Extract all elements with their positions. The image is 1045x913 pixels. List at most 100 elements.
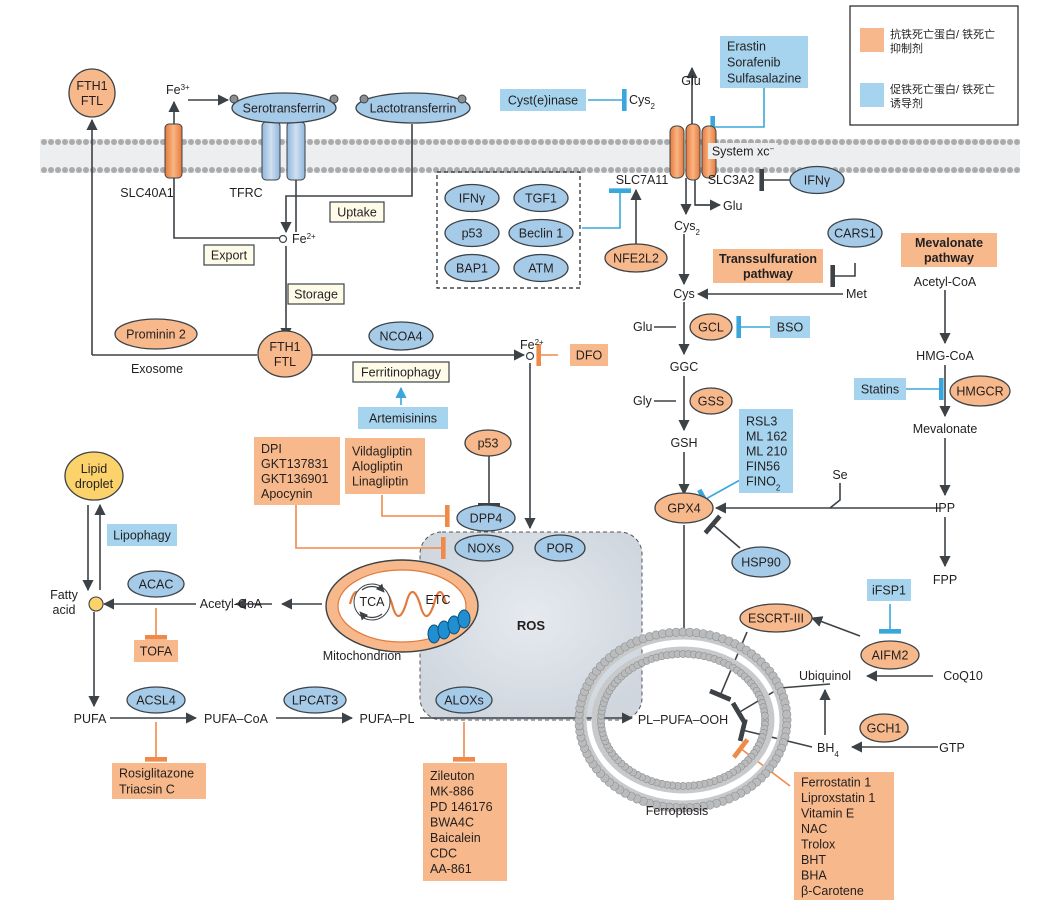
plasma-membrane <box>40 139 1020 173</box>
dfo: DFO <box>570 344 608 366</box>
rsl3-box-text-1: RSL3 <box>746 415 777 429</box>
fe2-pool-marker <box>278 234 288 244</box>
nfe2l2: NFE2L2 <box>604 243 668 273</box>
legend: 抗铁死亡蛋白/ 铁死亡 抑制剂 促铁死亡蛋白/ 铁死亡 诱导剂 <box>849 5 1019 126</box>
tofa-text-1: TOFA <box>140 645 173 659</box>
por: POR <box>534 534 586 562</box>
tfrc-receptor <box>261 121 306 181</box>
glu-top-label: Glu <box>681 74 701 88</box>
gtp-label: GTP <box>939 741 965 755</box>
fth1-ftl-top-text-2: FTL <box>81 94 103 108</box>
pufa-pl-label: PUFA–PL <box>360 712 415 726</box>
regulator-ifn-text-1: IFNγ <box>459 192 486 206</box>
zileuton-box-text-4: BWA4C <box>430 816 474 830</box>
slc7a11-label: SLC7A11 <box>616 173 669 187</box>
gcl: GCL <box>689 313 733 341</box>
hsp90-text-1: HSP90 <box>741 556 781 570</box>
mevalonate-label: Mevalonate <box>913 422 978 436</box>
ferrostatin-box-text-5: Trolox <box>801 837 836 851</box>
acsl4-text-1: ACSL4 <box>136 694 176 708</box>
rsl3-box-text-4: FIN56 <box>746 460 780 474</box>
dpi-box-text-1: DPI <box>261 442 282 456</box>
mevalonate-title-text-1: Mevalonate <box>915 236 983 250</box>
ros-label: ROS <box>517 618 546 633</box>
escrt-iii: ESCRT-III <box>739 603 813 633</box>
legend-inhibitor-label-2: 抑制剂 <box>890 41 923 55</box>
dpi-box-text-4: Apocynin <box>261 487 312 501</box>
regulator-p53-text-1: p53 <box>462 227 483 241</box>
statins: Statins <box>854 378 906 400</box>
gpx4-text-1: GPX4 <box>667 502 700 516</box>
gcl-text-1: GCL <box>698 321 724 335</box>
aloxs-text-1: ALOXs <box>444 694 484 708</box>
ferrostatin-box-text-7: BHA <box>801 868 827 882</box>
storage-label: Storage <box>287 283 345 305</box>
dfo-text-1: DFO <box>576 349 603 363</box>
erastin-box-text-2: Sorafenib <box>727 56 781 70</box>
etc-label: ETC <box>426 593 451 607</box>
export-label: Export <box>203 244 255 266</box>
acac-text-1: ACAC <box>139 578 174 592</box>
uptake-label: Uptake <box>329 201 385 223</box>
system-xc-label-text-1: System xc− <box>712 144 775 159</box>
por-text-1: POR <box>546 542 573 556</box>
fe2-labile-label-superscript: 2+ <box>535 338 544 347</box>
lactotransferrin-text-1: Lactotransferrin <box>370 102 457 116</box>
transsulfuration-box-text-2: pathway <box>743 267 793 281</box>
rsl3-box-subscript: 2 <box>776 483 781 492</box>
gss-text-1: GSS <box>698 395 724 409</box>
ifsp1-text-1: iFSP1 <box>872 584 906 598</box>
ferrostatin-box-text-2: Liproxstatin 1 <box>801 791 875 805</box>
ferrostatin-box-text-3: Vitamin E <box>801 806 854 820</box>
fe3-label-superscript: 3+ <box>181 83 190 92</box>
mitochondrion-label: Mitochondrion <box>323 649 402 663</box>
aifm2-text-1: AIFM2 <box>872 649 909 663</box>
gch1: GCH1 <box>859 713 909 743</box>
statins-text-1: Statins <box>861 383 899 397</box>
cys-label: Cys <box>673 287 695 301</box>
ncoa4-text-1: NCOA4 <box>379 330 422 344</box>
se-label: Se <box>832 468 847 482</box>
gpx4: GPX4 <box>654 492 714 524</box>
transsulfuration-box-text-1: Transsulfuration <box>719 252 817 266</box>
lipid-droplet-text-1: Lipid <box>81 462 107 476</box>
ifng-right: IFNγ <box>789 165 845 195</box>
gss: GSS <box>689 387 733 415</box>
legend-inducer-swatch <box>860 83 884 107</box>
acetyl-coa-mev-label: Acetyl-CoA <box>914 275 977 289</box>
fth1-ftl-mid-text-1: FTH1 <box>269 340 300 354</box>
iron-bead-2 <box>329 94 339 104</box>
fatty-acid-marker <box>88 596 104 612</box>
gsh-label: GSH <box>670 436 697 450</box>
bso-text-1: BSO <box>777 321 804 335</box>
cys2-in-label: Cys2 <box>674 219 701 237</box>
artemisinins: Artemisinins <box>358 407 448 429</box>
fatty-acid-label-1: Fatty <box>50 588 79 602</box>
erastin-box-text-1: Erastin <box>727 40 766 54</box>
aifm2: AIFM2 <box>860 640 920 670</box>
pufa-label: PUFA <box>74 712 107 726</box>
cars1-text-1: CARS1 <box>834 227 876 241</box>
noxs: NOXs <box>454 534 514 562</box>
system-xc-label: System xc− <box>708 143 778 159</box>
bso: BSO <box>770 316 810 338</box>
fth1-ftl-top-text-1: FTH1 <box>76 79 107 93</box>
met-label: Met <box>846 287 867 301</box>
aloxs: ALOXs <box>435 686 493 714</box>
hmgcr: HMGCR <box>949 375 1011 407</box>
fe2-pool-label: Fe2+ <box>292 232 316 247</box>
zileuton-box-text-6: CDC <box>430 847 457 861</box>
slc40a1-label: SLC40A1 <box>120 186 174 200</box>
regulator-ifn: IFNγ <box>444 183 500 213</box>
tfrc-label: TFRC <box>229 186 262 200</box>
iron-bead-3 <box>359 94 369 104</box>
ferrostatin-box-text-4: NAC <box>801 822 827 836</box>
coq10-label: CoQ10 <box>943 669 983 683</box>
